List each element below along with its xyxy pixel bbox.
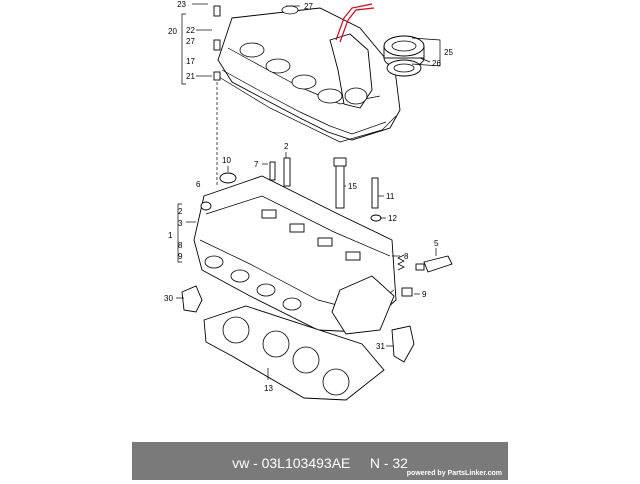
head-gasket — [203, 305, 385, 401]
callout-label: 8 — [404, 252, 409, 261]
callout-label: 6 — [196, 180, 201, 189]
head-bolts — [269, 157, 382, 222]
callout-labels: 23 27 20 22 27 17 21 25 26 10 7 2 6 15 1… — [164, 0, 453, 393]
callout-label: 23 — [177, 0, 186, 9]
sensor-right — [391, 325, 415, 363]
injector — [333, 157, 347, 209]
callout-label: 27 — [186, 37, 195, 46]
callout-label: 11 — [386, 192, 395, 201]
part-number-caption: vw - 03L103493AE N - 32 — [232, 455, 408, 471]
callout-label: 8 — [178, 241, 183, 250]
cylinder-head — [193, 175, 397, 335]
o-ring — [200, 201, 212, 211]
callout-label: 5 — [434, 239, 439, 248]
callout-label: 13 — [264, 384, 273, 393]
callout-label: 1 — [168, 231, 173, 240]
callout-label: 2 — [178, 207, 183, 216]
cover-bolts — [213, 5, 221, 186]
sealant-tube — [415, 255, 453, 273]
callout-label: 21 — [186, 72, 195, 81]
callout-label: 20 — [168, 27, 177, 36]
callout-label: 25 — [444, 48, 453, 57]
cover-gasket — [213, 73, 397, 143]
bracket-left — [181, 285, 203, 313]
callout-label: 22 — [186, 26, 195, 35]
callout-label: 9 — [422, 290, 427, 299]
powered-by-text: powered by PartsLinker.com — [406, 470, 502, 477]
callout-label: 15 — [348, 182, 357, 191]
callout-label: 31 — [376, 342, 385, 351]
callout-label: 3 — [178, 219, 183, 228]
callout-label: 12 — [388, 214, 397, 223]
spring-plug — [397, 254, 413, 297]
breather-hose — [335, 3, 375, 43]
callout-label: 10 — [222, 156, 231, 165]
callout-lines — [176, 3, 441, 380]
parts-diagram: 23 27 20 22 27 17 21 25 26 10 7 2 6 15 1… — [164, 0, 453, 401]
callout-label: 7 — [254, 160, 259, 169]
callout-label: 27 — [304, 2, 313, 11]
callout-label: 17 — [186, 57, 195, 66]
seal-ring — [219, 172, 237, 184]
callout-label: 2 — [284, 142, 289, 151]
valve-cover — [217, 5, 401, 141]
callout-label: 9 — [178, 252, 183, 261]
callout-label: 26 — [432, 59, 441, 68]
caption-bar: vw - 03L103493AE N - 32 powered by Parts… — [132, 442, 508, 480]
oil-filler-cap — [383, 35, 425, 77]
callout-label: 30 — [164, 294, 173, 303]
